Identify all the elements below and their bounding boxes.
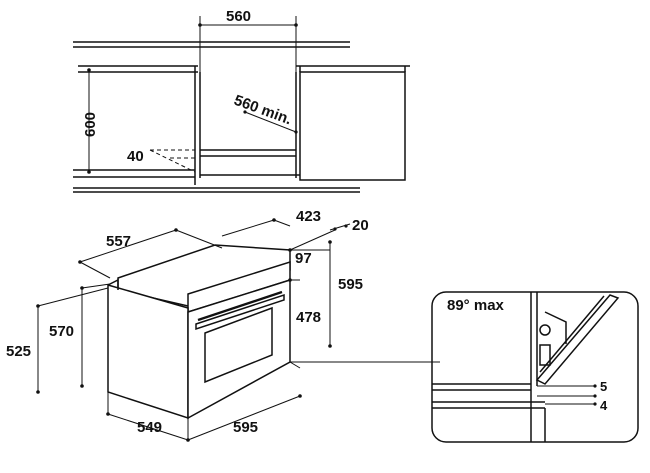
body-depth-label: 549 xyxy=(137,419,162,436)
oven-width-label: 595 xyxy=(233,419,258,436)
body-height-label: 570 xyxy=(49,323,74,340)
vent-gap-label: 40 xyxy=(127,148,144,165)
gap-top-label: 5 xyxy=(600,379,607,394)
oven-depth-total-label: 557 xyxy=(106,233,131,250)
inner-height-label: 478 xyxy=(296,309,321,326)
door-thickness-label: 20 xyxy=(352,217,369,234)
oven-height-total-label: 595 xyxy=(338,276,363,293)
cabinet-depth-min-label: 560 min. xyxy=(232,92,294,129)
cabinet-height-label: 600 xyxy=(82,112,99,137)
gap-bottom-label: 4 xyxy=(600,398,608,413)
door-detail-view: 5 4 89° max xyxy=(431,291,639,443)
door-angle-label: 89° max xyxy=(447,297,505,314)
oven-perspective-view: 557 423 20 97 595 478 570 xyxy=(6,208,440,442)
cabinet-niche-view: 560 600 560 min. 40 xyxy=(73,8,410,193)
oven-depth-body-label: 423 xyxy=(296,208,321,225)
cabinet-width-label: 560 xyxy=(226,8,251,25)
overall-height-label: 525 xyxy=(6,343,31,360)
panel-height-label: 97 xyxy=(295,250,312,267)
